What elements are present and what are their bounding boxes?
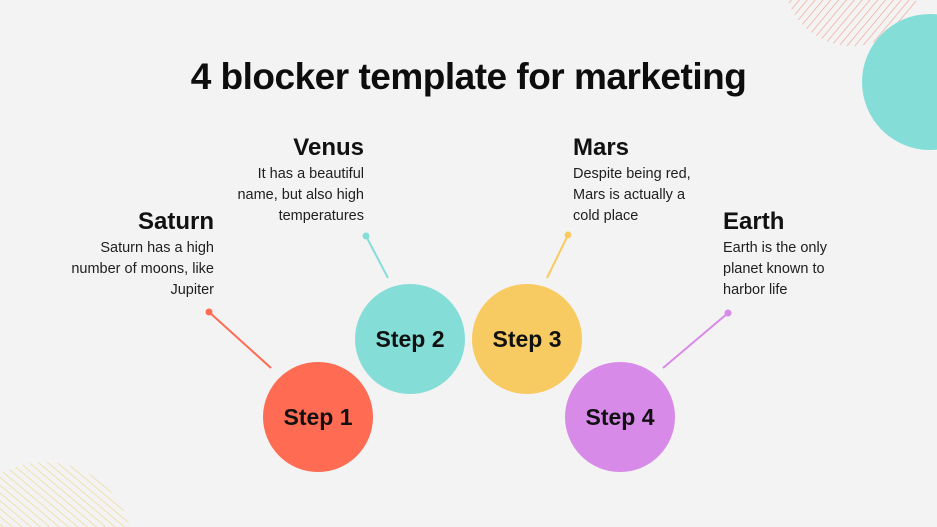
connector-dot-step4 — [724, 309, 732, 317]
step4-text-block: Earth Earth is the only planet known to … — [723, 208, 853, 301]
step2-description: It has a beautiful name, but also high t… — [237, 166, 364, 224]
step2-heading: Venus — [293, 134, 364, 161]
step3-description: Despite being red, Mars is actually a co… — [573, 166, 691, 224]
step2-label: Step 2 — [375, 325, 445, 352]
connector-line-step1 — [208, 311, 272, 369]
step3-text-block: Mars Despite being red, Mars is actually… — [573, 134, 713, 227]
connector-dot-step2 — [362, 232, 370, 240]
step2-circle[interactable]: Step 2 — [355, 284, 465, 394]
connector-dot-step1 — [205, 308, 213, 316]
step4-circle[interactable]: Step 4 — [565, 362, 675, 472]
step1-description: Saturn has a high number of moons, like … — [71, 240, 214, 298]
step1-text-block: Saturn Saturn has a high number of moons… — [60, 208, 214, 301]
step4-description: Earth is the only planet known to harbor… — [723, 240, 827, 298]
connector-line-step2 — [365, 235, 389, 279]
step3-circle[interactable]: Step 3 — [472, 284, 582, 394]
step4-label: Step 4 — [585, 403, 655, 430]
step3-label: Step 3 — [492, 325, 562, 352]
connector-line-step3 — [546, 234, 569, 279]
step1-label: Step 1 — [283, 403, 353, 430]
step4-heading: Earth — [723, 208, 785, 235]
step1-heading: Saturn — [137, 208, 214, 235]
teal-circle-decoration — [862, 14, 937, 150]
connector-line-step4 — [662, 312, 729, 369]
connector-dot-step3 — [564, 231, 572, 239]
step1-circle[interactable]: Step 1 — [263, 362, 373, 472]
striped-circle-bottom-decoration — [0, 462, 130, 527]
step2-text-block: Venus It has a beautiful name, but also … — [220, 134, 364, 227]
page-title: 4 blocker template for marketing — [190, 56, 747, 97]
step3-heading: Mars — [573, 134, 630, 161]
